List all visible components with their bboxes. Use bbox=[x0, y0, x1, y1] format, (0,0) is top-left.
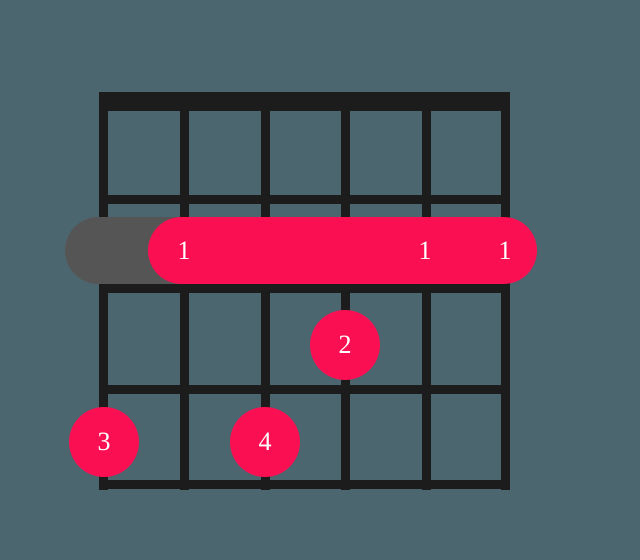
fret-line-1 bbox=[99, 195, 510, 204]
fret-line-4 bbox=[99, 480, 510, 489]
barre-label-string-5: 1 bbox=[177, 236, 191, 265]
barre-label-string-2: 1 bbox=[418, 236, 432, 265]
string-1 bbox=[501, 92, 510, 490]
finger-dot-2[interactable]: 2 bbox=[310, 310, 380, 380]
string-6 bbox=[99, 92, 108, 490]
string-5 bbox=[180, 92, 189, 490]
string-4 bbox=[261, 92, 270, 490]
barre-label-string-1: 1 bbox=[498, 236, 512, 265]
fret-line-2 bbox=[99, 284, 510, 293]
barre-finger-1[interactable] bbox=[148, 217, 537, 284]
finger-dot-3[interactable]: 3 bbox=[69, 407, 139, 477]
string-2 bbox=[422, 92, 431, 490]
string-3 bbox=[341, 92, 350, 490]
fret-line-3 bbox=[99, 385, 510, 394]
nut-bar bbox=[99, 92, 510, 111]
finger-dot-4[interactable]: 4 bbox=[230, 407, 300, 477]
